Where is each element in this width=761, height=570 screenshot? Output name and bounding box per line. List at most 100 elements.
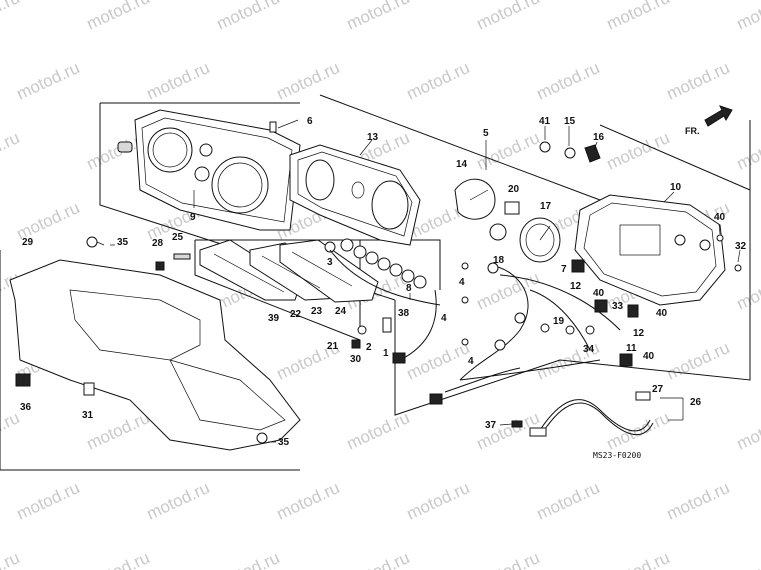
part-label: 4	[459, 277, 465, 288]
watermark-text: motod.ru	[84, 408, 153, 454]
part-label: 20	[508, 184, 520, 195]
part-label: 26	[690, 397, 702, 408]
watermark-text: motod.ru	[0, 408, 22, 454]
part-label: 38	[398, 308, 410, 319]
watermark-text: motod.ru	[474, 548, 543, 570]
part-label: 40	[656, 308, 668, 319]
part-label: 39	[268, 313, 280, 324]
watermark-text: motod.ru	[604, 548, 673, 570]
part-label: 18	[493, 255, 505, 266]
wire-harness-left	[351, 289, 437, 364]
watermark-text: motod.ru	[734, 128, 761, 174]
front-direction-indicator: FR.	[685, 105, 733, 136]
lower-cover	[9, 236, 301, 451]
diagram-code: MS23-F0200	[593, 451, 641, 460]
part-label: 16	[593, 132, 605, 143]
leader-lines	[96, 119, 741, 443]
watermark-text: motod.ru	[604, 128, 673, 174]
meter-panel	[289, 144, 421, 246]
part-label: 40	[593, 288, 605, 299]
wire-harness-right	[429, 259, 639, 405]
part-label: 4	[468, 356, 474, 367]
part-label: 15	[564, 116, 576, 127]
watermark-text: motod.ru	[14, 58, 83, 104]
watermark-text: motod.ru	[734, 408, 761, 454]
part-label: 7	[561, 264, 567, 275]
part-label: 3	[327, 257, 333, 268]
part-label: 40	[714, 212, 726, 223]
watermark-text: motod.ru	[144, 478, 213, 524]
watermark-text: motod.ru	[534, 478, 603, 524]
watermark-text: motod.ru	[404, 58, 473, 104]
part-label: 2	[366, 342, 372, 353]
part-label: 21	[327, 341, 339, 352]
watermark-text: motod.ru	[214, 0, 283, 34]
part-label: 27	[652, 384, 664, 395]
watermark-text: motod.ru	[0, 0, 22, 34]
watermark-text: motod.ru	[664, 478, 733, 524]
watermark-text: motod.ru	[144, 58, 213, 104]
part-label: 31	[82, 410, 94, 421]
part-label: 35	[278, 437, 290, 448]
part-label: 14	[456, 159, 468, 170]
watermark-text: motod.ru	[734, 0, 761, 34]
watermark-text: motod.ru	[344, 548, 413, 570]
watermark-text: motod.ru	[344, 408, 413, 454]
part-label: 5	[483, 128, 489, 139]
watermark-text: motod.ru	[274, 58, 343, 104]
bulb-sockets	[324, 238, 441, 306]
direction-label: FR.	[685, 126, 700, 136]
part-label: 29	[22, 237, 34, 248]
part-label: 11	[626, 343, 637, 354]
part-label: 40	[643, 351, 655, 362]
watermark-text: motod.ru	[734, 268, 761, 314]
part-label: 9	[190, 212, 196, 223]
part-label: 33	[612, 301, 624, 312]
watermark-text: motod.ru	[84, 548, 153, 570]
watermark-text: motod.ru	[474, 0, 543, 34]
part-label: 37	[485, 420, 497, 431]
watermark-text: motod.ru	[214, 548, 283, 570]
part-label: 10	[670, 182, 682, 193]
part-label: 24	[335, 306, 347, 317]
part-label: 41	[539, 116, 551, 127]
meter-housing	[574, 194, 742, 306]
watermark-text: motod.ru	[14, 478, 83, 524]
part-label: 28	[152, 238, 164, 249]
part-label: 22	[290, 309, 302, 320]
part-label: 34	[583, 344, 595, 355]
part-label: 4	[441, 313, 447, 324]
part-label: 12	[570, 281, 582, 292]
watermark-text: motod.ru	[604, 0, 673, 34]
part-label: 13	[367, 132, 379, 143]
indicator-strips	[155, 239, 379, 303]
arrow-icon	[704, 105, 733, 127]
part-label: 23	[311, 306, 323, 317]
meter-case	[117, 109, 301, 231]
part-label: 32	[735, 241, 747, 252]
part-label: 12	[633, 328, 645, 339]
part-label: 36	[20, 402, 32, 413]
watermark-text: motod.ru	[404, 338, 473, 384]
watermark-text: motod.ru	[344, 0, 413, 34]
part-label: 30	[350, 354, 362, 365]
part-label: 8	[406, 283, 412, 294]
part-label: 19	[553, 316, 565, 327]
watermark-text: motod.ru	[534, 58, 603, 104]
watermark-text: motod.ru	[0, 548, 22, 570]
part-label: 35	[117, 237, 129, 248]
part-label: 6	[307, 116, 313, 127]
meter-units	[454, 141, 601, 263]
part-label: 25	[172, 232, 184, 243]
watermark-text: motod.ru	[0, 128, 22, 174]
part-label: 1	[383, 348, 389, 359]
part-number-labels: 1 2 3 4 4 4 5 6 7 8 9 10 11 12 12 13 14 …	[20, 116, 747, 448]
watermark-text: motod.ru	[734, 548, 761, 570]
part-label: 17	[540, 201, 552, 212]
watermark-text: motod.ru	[664, 58, 733, 104]
watermark-text: motod.ru	[84, 0, 153, 34]
watermark-text: motod.ru	[404, 478, 473, 524]
watermark-text: motod.ru	[274, 478, 343, 524]
